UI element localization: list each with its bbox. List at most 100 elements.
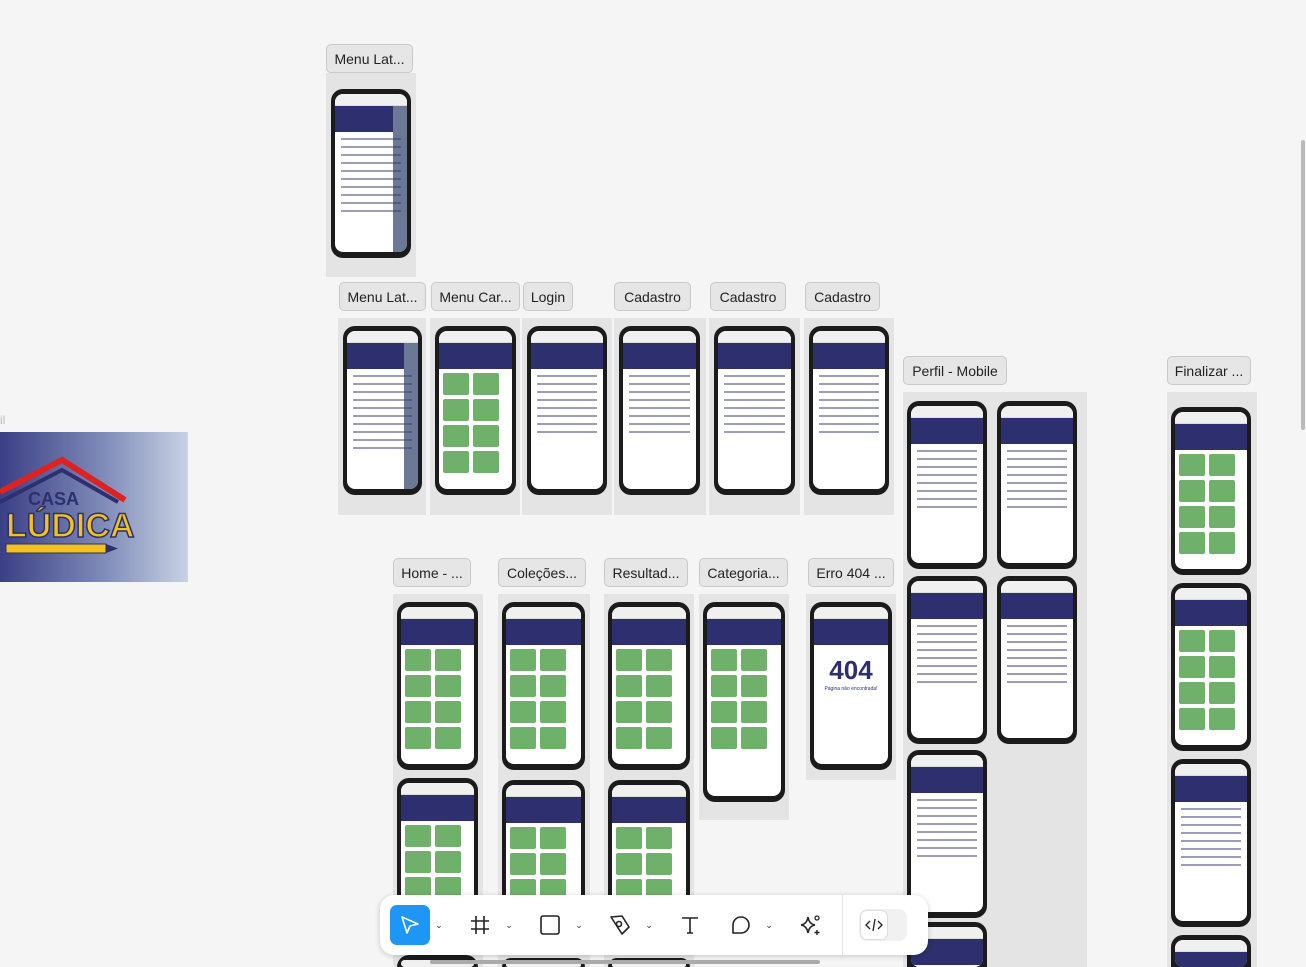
chevron-down-icon[interactable]: ⌄ xyxy=(575,919,583,930)
frame-label[interactable]: Menu Car... xyxy=(431,282,520,311)
horizontal-scrollbar[interactable] xyxy=(430,960,820,964)
casa-ludica-logo[interactable]: CASA LÚDICA xyxy=(0,432,188,582)
chevron-down-icon[interactable]: ⌄ xyxy=(645,919,653,930)
frame-label[interactable]: Cadastro xyxy=(614,282,691,311)
browser-bar xyxy=(911,927,983,939)
browser-bar xyxy=(814,607,888,619)
browser-bar xyxy=(1175,940,1247,952)
frame-label[interactable]: Resultad... xyxy=(604,558,688,587)
site-header xyxy=(1175,424,1247,450)
phone-mockup[interactable] xyxy=(331,89,411,258)
browser-bar xyxy=(612,785,686,797)
product-grid xyxy=(506,645,581,753)
frame-label[interactable]: Menu Lat... xyxy=(339,282,426,311)
phone-mockup[interactable] xyxy=(1171,935,1251,967)
phone-mockup[interactable] xyxy=(907,750,987,918)
frame-label[interactable]: Coleções... xyxy=(498,558,586,587)
browser-bar xyxy=(347,331,418,343)
phone-mockup[interactable] xyxy=(703,602,785,802)
phone-mockup[interactable] xyxy=(809,326,889,495)
phone-mockup[interactable] xyxy=(527,326,607,495)
frame-label[interactable]: Menu Lat... xyxy=(326,44,413,73)
site-header xyxy=(718,343,791,369)
site-header xyxy=(911,767,983,793)
text-tool-button[interactable] xyxy=(670,905,710,945)
site-header xyxy=(612,619,686,645)
toolbar-divider xyxy=(842,895,843,955)
dev-mode-toggle[interactable] xyxy=(859,909,907,941)
frame-label[interactable]: Home - ... xyxy=(393,558,471,587)
phone-mockup[interactable] xyxy=(1171,407,1251,575)
chevron-down-icon[interactable]: ⌄ xyxy=(435,919,443,930)
browser-bar xyxy=(401,607,474,619)
site-header xyxy=(401,619,474,645)
product-grid xyxy=(707,645,781,753)
comment-tool-button[interactable] xyxy=(720,905,760,945)
site-header xyxy=(531,343,603,369)
browser-bar xyxy=(911,406,983,418)
browser-bar xyxy=(531,331,603,343)
site-header xyxy=(813,343,885,369)
phone-mockup[interactable] xyxy=(1171,759,1251,927)
site-header xyxy=(623,343,696,369)
frame-label[interactable]: Cadastro xyxy=(710,282,786,311)
phone-mockup[interactable] xyxy=(907,401,987,569)
frame-label[interactable]: Categoria... xyxy=(699,558,788,587)
product-grid xyxy=(401,645,474,753)
site-header xyxy=(1175,952,1247,967)
product-grid xyxy=(439,369,512,477)
chevron-down-icon[interactable]: ⌄ xyxy=(765,919,773,930)
error-message: Página não encontrada! xyxy=(824,686,878,692)
vertical-scrollbar[interactable] xyxy=(1301,140,1305,430)
browser-bar xyxy=(707,607,781,619)
phone-mockup[interactable] xyxy=(1171,583,1251,751)
phone-mockup[interactable] xyxy=(997,401,1077,569)
browser-bar xyxy=(506,607,581,619)
phone-mockup[interactable] xyxy=(907,576,987,744)
rectangle-icon xyxy=(540,915,560,935)
pen-icon xyxy=(610,915,630,935)
frame-label[interactable]: Finalizar ... xyxy=(1167,356,1251,385)
phone-mockup[interactable] xyxy=(343,326,422,495)
site-header xyxy=(1175,600,1247,626)
browser-bar xyxy=(335,94,407,106)
site-header xyxy=(707,619,781,645)
code-icon xyxy=(860,910,888,940)
move-tool-button[interactable] xyxy=(390,905,430,945)
site-header xyxy=(911,593,983,619)
browser-bar xyxy=(623,331,696,343)
product-grid xyxy=(1175,626,1247,734)
chevron-down-icon[interactable]: ⌄ xyxy=(505,919,513,930)
ai-tool-button[interactable] xyxy=(790,905,830,945)
browser-bar xyxy=(612,607,686,619)
pen-tool-button[interactable] xyxy=(600,905,640,945)
browser-bar xyxy=(612,963,686,967)
browser-bar xyxy=(911,581,983,593)
phone-mockup[interactable] xyxy=(907,922,987,967)
browser-bar xyxy=(911,755,983,767)
site-header xyxy=(1001,418,1073,444)
frame-hash-icon xyxy=(471,916,489,934)
comment-bubble-icon xyxy=(732,916,750,934)
cut-off-label: il xyxy=(0,413,6,427)
frame-label[interactable]: Login xyxy=(523,282,573,311)
product-grid xyxy=(1175,450,1247,558)
phone-mockup[interactable] xyxy=(714,326,795,495)
browser-bar xyxy=(506,785,581,797)
phone-mockup[interactable] xyxy=(502,602,585,770)
site-header xyxy=(814,619,888,645)
frame-label[interactable]: Erro 404 ... xyxy=(808,558,894,587)
phone-mockup[interactable] xyxy=(619,326,700,495)
frame-label[interactable]: Cadastro xyxy=(805,282,880,311)
phone-mockup[interactable] xyxy=(435,326,516,495)
phone-mockup[interactable] xyxy=(997,576,1077,744)
rectangle-tool-button[interactable] xyxy=(530,905,570,945)
frame-tool-button[interactable] xyxy=(460,905,500,945)
frame-label[interactable]: Perfil - Mobile xyxy=(903,356,1007,385)
svg-text:LÚDICA: LÚDICA xyxy=(6,507,134,545)
phone-mockup[interactable] xyxy=(397,602,478,770)
phone-mockup[interactable] xyxy=(608,602,690,770)
site-header xyxy=(911,418,983,444)
sparkle-plus-icon xyxy=(800,915,820,935)
